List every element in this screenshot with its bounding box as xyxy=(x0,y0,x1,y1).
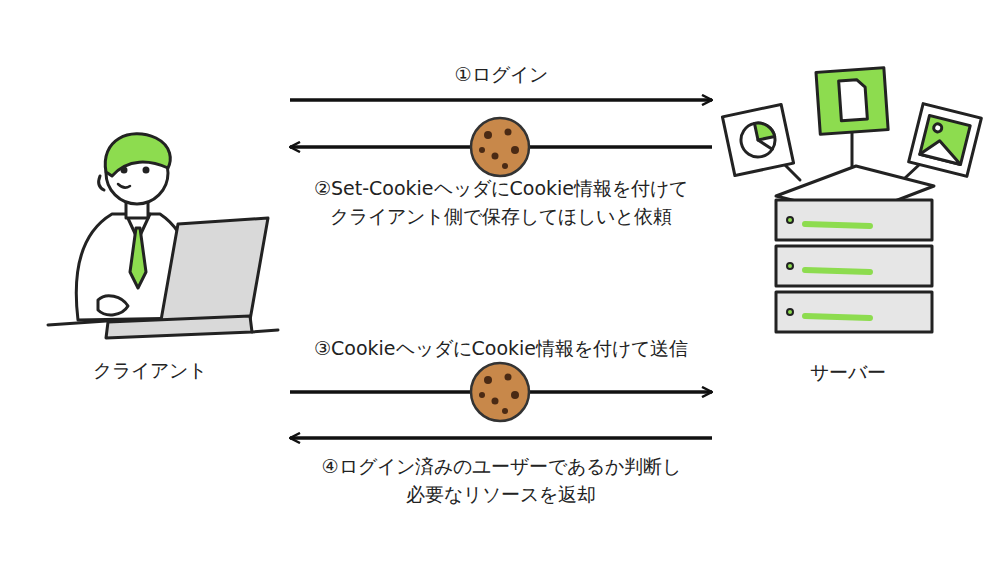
edge-label: ④ログイン済みのユーザーであるか判断し 必要なリソースを返却 xyxy=(281,452,721,508)
server-figure xyxy=(722,68,981,332)
node-label: クライアント xyxy=(93,358,207,384)
figure-node: クライアント xyxy=(40,80,290,470)
arrow-connector xyxy=(290,98,712,102)
cookie-icon xyxy=(471,118,529,176)
edge-label: ②Set-CookieヘッダにCookie情報を付けて クライアント側で保存して… xyxy=(281,174,721,230)
cookie-icon xyxy=(471,363,529,421)
figure-node: サーバー xyxy=(712,60,982,470)
arrow-connector xyxy=(290,436,712,440)
client-figure xyxy=(48,134,278,338)
node-label: サーバー xyxy=(810,360,886,386)
edge-label: ①ログイン xyxy=(281,60,721,88)
edge-label: ③CookieヘッダにCookie情報を付けて送信 xyxy=(271,334,731,362)
